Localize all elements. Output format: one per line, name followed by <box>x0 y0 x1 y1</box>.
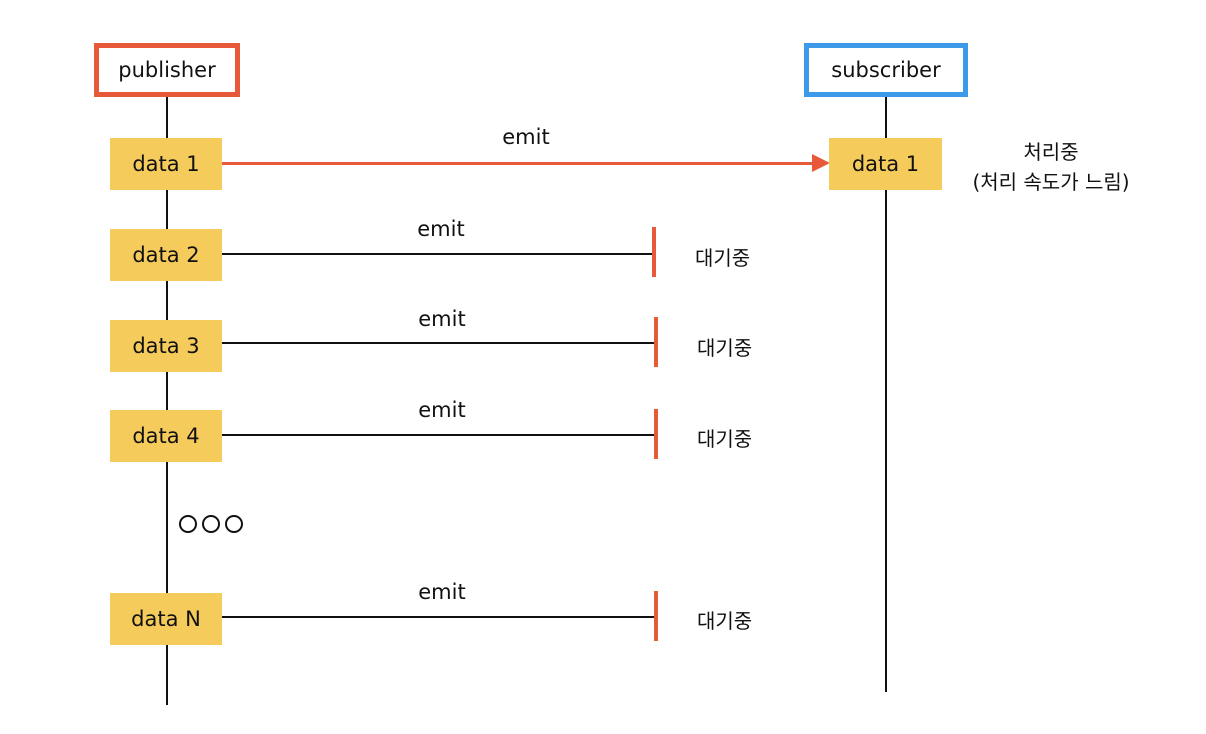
publisher-label: publisher <box>118 58 216 82</box>
blocked-marker-2 <box>652 227 656 277</box>
blocked-marker-4 <box>654 409 658 459</box>
blocked-marker-n <box>654 591 658 641</box>
emit-line-3 <box>222 342 654 344</box>
publisher-lifeline <box>166 97 168 705</box>
waiting-label-n: 대기중 <box>697 609 753 633</box>
ellipsis-dot-3 <box>225 515 243 533</box>
emit-line-4 <box>222 434 654 436</box>
ellipsis-dots <box>179 515 243 533</box>
waiting-label-2: 대기중 <box>695 246 751 270</box>
received-data-box: data 1 <box>829 138 942 190</box>
subscriber-lifeline <box>885 97 887 692</box>
data-box-2-label: data 2 <box>132 243 200 267</box>
data-box-3: data 3 <box>110 320 222 372</box>
emit-label-1: emit <box>502 125 550 149</box>
emit-label-n: emit <box>418 580 466 604</box>
processing-note: 처리중 (처리 속도가 느림) <box>941 137 1161 197</box>
ellipsis-dot-1 <box>179 515 197 533</box>
ellipsis-dot-2 <box>202 515 220 533</box>
received-data-label: data 1 <box>851 152 920 176</box>
emit-line-2 <box>222 253 654 255</box>
processing-note-line-1: 처리중 <box>1023 140 1079 164</box>
processing-note-line-2: (처리 속도가 느림) <box>972 170 1130 194</box>
emit-label-3: emit <box>418 307 466 331</box>
publisher-box: publisher <box>94 43 240 97</box>
blocked-marker-3 <box>654 317 658 367</box>
data-box-2: data 2 <box>110 229 222 281</box>
emit-line-n <box>222 616 654 618</box>
emit-label-4: emit <box>418 398 466 422</box>
data-box-4-label: data 4 <box>132 424 200 448</box>
waiting-label-3: 대기중 <box>697 336 753 360</box>
subscriber-box: subscriber <box>804 43 968 97</box>
emit-arrow-1-head <box>812 154 830 172</box>
emit-label-2: emit <box>417 217 465 241</box>
subscriber-label: subscriber <box>831 58 941 82</box>
data-box-1: data 1 <box>110 138 222 190</box>
data-box-n-label: data N <box>131 607 201 631</box>
waiting-label-4: 대기중 <box>697 427 753 451</box>
data-box-1-label: data 1 <box>132 152 200 176</box>
data-box-3-label: data 3 <box>132 334 200 358</box>
data-box-4: data 4 <box>110 410 222 462</box>
data-box-n: data N <box>110 593 222 645</box>
emit-arrow-1 <box>222 162 814 165</box>
